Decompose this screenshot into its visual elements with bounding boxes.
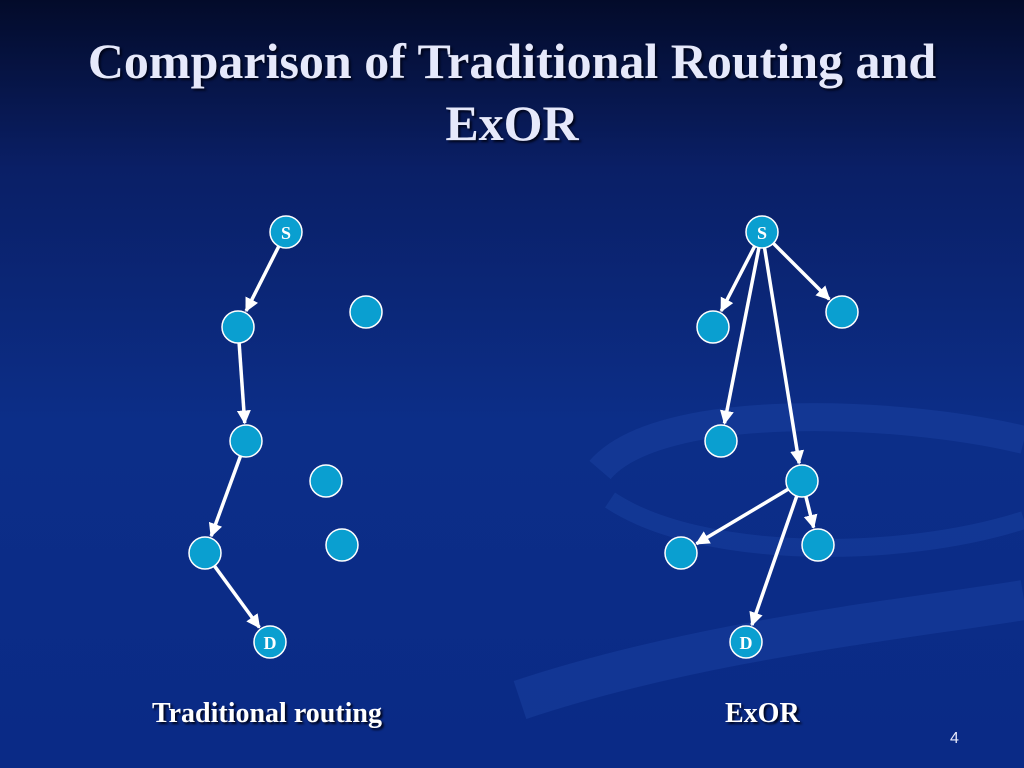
exor-edge-s-m1	[719, 245, 757, 313]
traditional-edge-n2-n3	[208, 455, 243, 538]
exor-node-label-s: S	[757, 223, 767, 243]
exor-edge-m4-m6	[803, 496, 818, 529]
exor-node-d	[729, 625, 763, 659]
page-number: 4	[950, 730, 959, 747]
traditional-node-label-s: S	[281, 223, 291, 243]
exor-edge-m4-m5	[695, 487, 790, 546]
traditional-node-d	[253, 625, 287, 659]
traditional-node-s	[269, 215, 303, 249]
exor-edge-s-m4	[762, 247, 805, 465]
exor-node-m3	[704, 424, 738, 458]
traditional-edge-n3-d	[213, 564, 261, 629]
exor-edge-s-m3	[720, 247, 761, 425]
exor-caption: ExOR	[725, 698, 800, 729]
traditional-node-n4	[349, 295, 383, 329]
traditional-edges	[208, 245, 281, 629]
exor-node-s	[745, 215, 779, 249]
traditional-node-n2	[229, 424, 263, 458]
traditional-node-n3	[188, 536, 222, 570]
traditional-node-label-d: D	[264, 633, 277, 653]
traditional-nodes: SD	[188, 215, 383, 659]
exor-node-m1	[696, 310, 730, 344]
exor-node-m2	[825, 295, 859, 329]
slide-title: Comparison of Traditional Routing and Ex…	[87, 33, 937, 151]
traditional-caption: Traditional routing	[152, 698, 383, 729]
traditional-node-n5	[309, 464, 343, 498]
exor-edge-m4-d	[749, 495, 799, 627]
exor-node-label-d: D	[740, 633, 753, 653]
traditional-edge-s-n1	[244, 245, 281, 313]
exor-node-m5	[664, 536, 698, 570]
traditional-node-n1	[221, 310, 255, 344]
traditional-edge-n1-n2	[236, 342, 251, 425]
exor-node-m6	[801, 528, 835, 562]
traditional-node-n6	[325, 528, 359, 562]
exor-nodes: SD	[664, 215, 859, 659]
exor-edge-s-m2	[772, 242, 831, 301]
exor-node-m4	[785, 464, 819, 498]
exor-edges	[695, 242, 831, 627]
